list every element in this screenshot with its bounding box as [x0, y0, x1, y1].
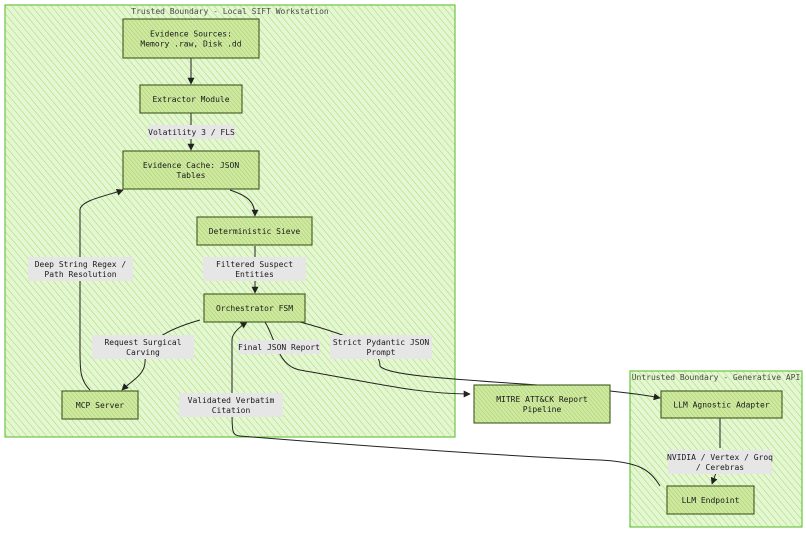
edge-label-request-carving-bg: [92, 335, 194, 359]
node-evidence-sources-label-0: Evidence Sources:: [150, 30, 232, 39]
edge-label-nvidia-bg: [668, 450, 772, 474]
edge-label-final-json-bg: [238, 340, 320, 354]
edge-label-nvidia-text-1: / Cerebras: [696, 463, 744, 472]
node-sieve-label-0: Deterministic Sieve: [209, 227, 301, 236]
node-adapter-box: [660, 390, 783, 419]
edge-label-filtered-bg: [203, 257, 306, 281]
edge-label-request-carving-text-1: Carving: [126, 348, 160, 357]
edge-label-volatility-text-0: Volatility 3 / FLS: [148, 128, 235, 137]
edge-label-validated-bg: [179, 393, 283, 417]
trusted-boundary-title: Trusted Boundary - Local SIFT Workstatio…: [131, 7, 329, 16]
edge-label-deep-string-text-0: Deep String Regex /: [35, 260, 127, 269]
edge-label-validated-text-0: Validated Verbatim: [188, 396, 275, 405]
node-endpoint-box: [666, 485, 755, 515]
node-orchestrator-box: [203, 293, 306, 323]
node-mcp-label-0: MCP Server: [76, 401, 124, 410]
node-orchestrator-label-0: Orchestrator FSM: [216, 304, 293, 313]
node-evidence-sources-box: [122, 18, 260, 59]
edge-label-final-json: Final JSON Report: [238, 340, 320, 354]
node-evidence-sources[interactable]: Evidence Sources:Memory .raw, Disk .dd: [122, 18, 260, 59]
edge-label-deep-string-text-1: Path Resolution: [44, 270, 116, 279]
node-mcp[interactable]: MCP Server: [61, 390, 139, 420]
node-mitre-label-0: MITRE ATT&CK Report: [496, 395, 588, 404]
edge-orchestrator-to-mcp: [121, 319, 201, 391]
edge-label-deep-string: Deep String Regex /Path Resolution: [28, 257, 133, 281]
node-endpoint[interactable]: LLM Endpoint: [666, 485, 755, 515]
node-extractor-box: [139, 84, 243, 114]
edge-label-filtered-text-1: Entities: [235, 270, 274, 279]
node-evidence-cache-box: [122, 150, 260, 190]
node-sieve[interactable]: Deterministic Sieve: [196, 216, 313, 246]
edge-label-final-json-text-0: Final JSON Report: [238, 343, 320, 352]
nodes: Evidence Sources:Memory .raw, Disk .ddEx…: [61, 18, 783, 515]
node-mitre-label-1: Pipeline: [523, 405, 562, 414]
node-adapter[interactable]: LLM Agnostic Adapter: [660, 390, 783, 419]
node-mitre-box: [473, 384, 611, 424]
node-evidence-sources-label-1: Memory .raw, Disk .dd: [140, 40, 241, 49]
node-orchestrator[interactable]: Orchestrator FSM: [203, 293, 306, 323]
edge-label-validated-text-1: Citation: [212, 406, 251, 415]
edge-label-strict-pydantic-bg: [330, 335, 432, 359]
edge-labels: Volatility 3 / FLS Filtered SuspectEntiti…: [28, 125, 773, 474]
node-endpoint-label-0: LLM Endpoint: [682, 496, 740, 505]
edge-label-strict-pydantic-text-1: Prompt: [367, 348, 396, 357]
edge-label-request-carving-text-0: Request Surgical: [104, 338, 181, 347]
node-evidence-cache-label-1: Tables: [177, 171, 206, 180]
edge-label-nvidia-text-0: NVIDIA / Vertex / Groq: [667, 453, 773, 462]
edge-label-deep-string-bg: [28, 257, 133, 281]
node-mcp-box: [61, 390, 139, 420]
node-sieve-box: [196, 216, 313, 246]
edge-endpoint-to-orchestrator: [231, 321, 661, 487]
untrusted-boundary-title: Untrusted Boundary - Generative API: [632, 373, 801, 382]
node-adapter-label-0: LLM Agnostic Adapter: [673, 401, 770, 410]
edge-label-strict-pydantic-text-0: Strict Pydantic JSON: [333, 338, 430, 347]
node-extractor-label-0: Extractor Module: [152, 95, 229, 104]
edge-label-volatility: Volatility 3 / FLS: [148, 125, 235, 139]
node-extractor[interactable]: Extractor Module: [139, 84, 243, 114]
edge-label-volatility-bg: [148, 125, 235, 139]
node-evidence-cache-label-0: Evidence Cache: JSON: [143, 161, 240, 170]
edge-cache-to-sieve: [229, 189, 259, 217]
edge-label-nvidia: NVIDIA / Vertex / Groq/ Cerebras: [667, 450, 773, 474]
edge-label-filtered-text-0: Filtered Suspect: [216, 260, 293, 269]
